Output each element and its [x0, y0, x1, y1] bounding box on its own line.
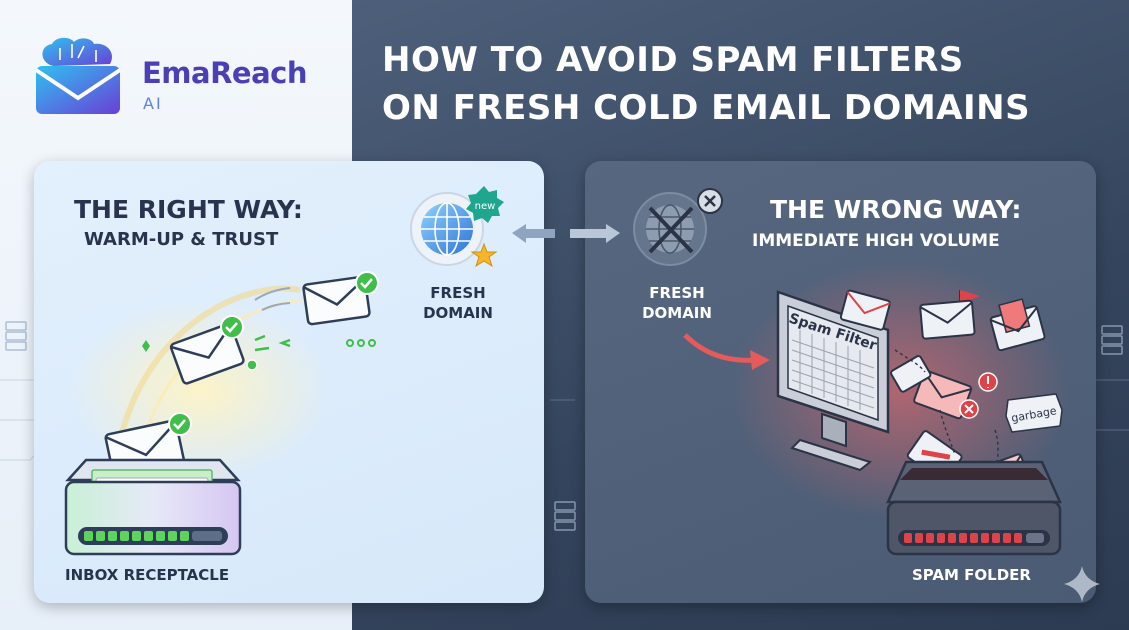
- brand-suffix: AI: [143, 94, 163, 113]
- inbox-progress-bar: [84, 531, 189, 541]
- fresh-domain-label-right: FRESH DOMAIN: [632, 283, 722, 323]
- envelope-icon: [890, 355, 932, 393]
- domain-label-line: DOMAIN: [423, 304, 493, 322]
- envelope-icon: [913, 369, 973, 420]
- spam-filter-monitor-icon: [776, 290, 890, 472]
- spam-folder-label: SPAM FOLDER: [912, 566, 1031, 584]
- domain-label-line: FRESH: [430, 284, 486, 302]
- server-icon: [5, 321, 27, 351]
- envelope-icon: [169, 322, 245, 385]
- envelope-icon: [302, 275, 371, 326]
- fresh-domain-label-left: FRESH DOMAIN: [413, 283, 503, 323]
- title-line-1: HOW TO AVOID SPAM FILTERS: [382, 40, 964, 80]
- brain-envelope-logo-icon: [34, 37, 122, 114]
- wrong-way-subtitle: IMMEDIATE HIGH VOLUME: [752, 231, 1000, 251]
- page-title: HOW TO AVOID SPAM FILTERS ON FRESH COLD …: [382, 36, 1112, 132]
- checkmark-icon: [168, 412, 192, 436]
- checkmark-icon: [220, 315, 244, 339]
- envelope-icon: [989, 298, 1046, 352]
- garbage-tag-icon: [1005, 393, 1063, 433]
- close-icon: [959, 399, 979, 419]
- inbox-progress-remaining: [192, 531, 222, 541]
- right-way-title: THE RIGHT WAY:: [74, 195, 303, 224]
- sparkle-icon: [1064, 566, 1100, 602]
- checkmark-icon: [355, 271, 379, 295]
- star-icon: [470, 242, 498, 268]
- inbox-receptacle-label: INBOX RECEPTACLE: [65, 566, 230, 584]
- globe-icon: [410, 192, 484, 266]
- spam-progress-bar: [904, 533, 1022, 543]
- wrong-way-title: THE WRONG WAY:: [770, 195, 1022, 224]
- envelope-icon: [839, 289, 891, 331]
- new-badge-icon: [466, 186, 504, 223]
- domain-label-line: FRESH: [649, 284, 705, 302]
- envelope-icon: [919, 299, 976, 340]
- brand-name: EmaReach: [142, 56, 308, 90]
- server-icon: [554, 325, 1123, 531]
- right-way-subtitle: WARM-UP & TRUST: [84, 229, 279, 250]
- spam-progress-remaining: [1026, 533, 1044, 543]
- globe-icon: [633, 192, 707, 266]
- domain-label-line: DOMAIN: [642, 304, 712, 322]
- close-icon: [697, 188, 723, 214]
- warning-icon: [978, 372, 998, 392]
- new-badge-text: new: [475, 201, 496, 212]
- title-line-2: ON FRESH COLD EMAIL DOMAINS: [382, 88, 1031, 128]
